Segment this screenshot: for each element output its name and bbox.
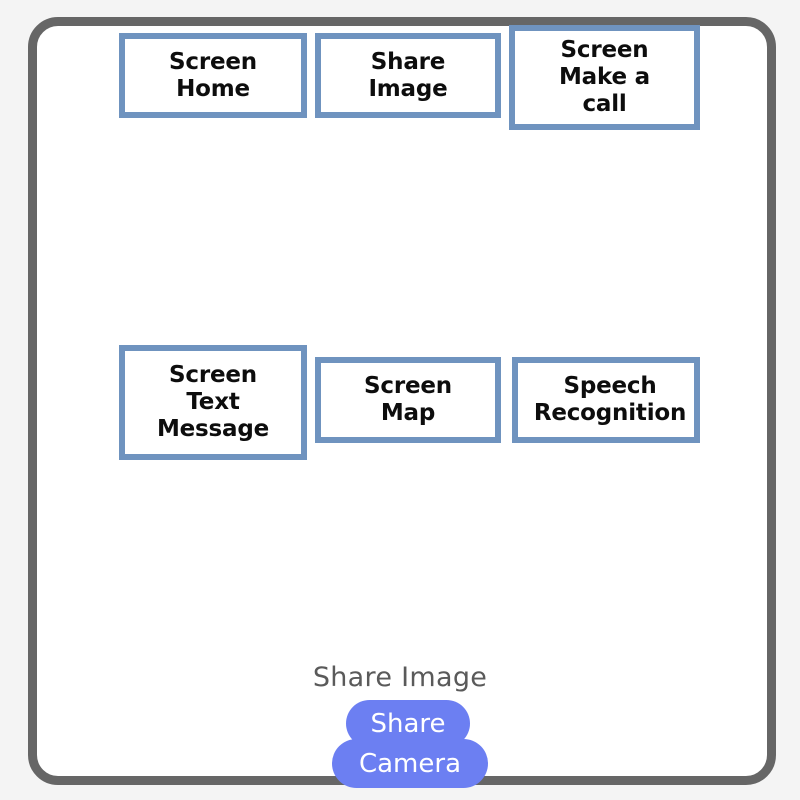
camera-button[interactable]: Camera [332, 739, 488, 788]
node-label: Screen Home [169, 48, 257, 102]
node-screen-map[interactable]: Screen Map [315, 357, 501, 443]
node-label: Screen Map [364, 373, 452, 426]
node-label: Share Image [368, 48, 448, 102]
node-share-image[interactable]: Share Image [315, 33, 501, 118]
node-label: Speech Recognition [533, 373, 687, 426]
camera-button-label: Camera [358, 748, 462, 779]
node-speech-recognition[interactable]: Speech Recognition [512, 357, 700, 443]
node-screen-text-message[interactable]: Screen Text Message [119, 345, 307, 460]
widget-title: Share Image [312, 662, 488, 693]
node-label: Screen Text Message [156, 362, 270, 442]
node-screen-make-a-call[interactable]: Screen Make a call [509, 25, 700, 130]
share-button-label: Share [370, 708, 446, 739]
share-image-widget: Share Image Share Camera [0, 662, 800, 788]
node-screen-home[interactable]: Screen Home [119, 33, 307, 118]
node-label: Screen Make a call [558, 37, 650, 117]
